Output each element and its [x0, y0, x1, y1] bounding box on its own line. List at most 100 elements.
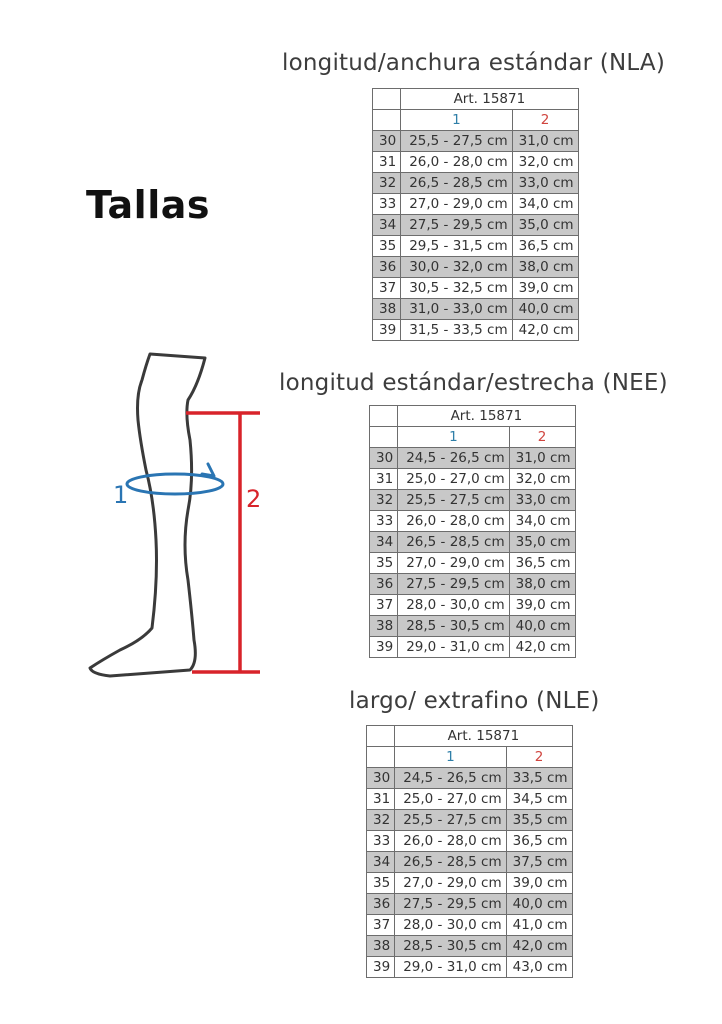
row-circumference: 28,5 - 30,5 cm [397, 615, 510, 637]
row-circumference: 30,5 - 32,5 cm [400, 277, 513, 299]
row-circumference: 27,5 - 29,5 cm [397, 573, 510, 595]
row-length: 42,0 cm [508, 636, 576, 658]
row-size: 36 [371, 256, 402, 278]
row-size: 37 [365, 914, 396, 936]
row-size: 35 [365, 872, 396, 894]
row-length: 31,0 cm [511, 130, 579, 152]
row-size: 34 [368, 531, 399, 553]
row-circumference: 25,5 - 27,5 cm [397, 489, 510, 511]
row-length: 34,5 cm [505, 788, 573, 810]
row-size: 39 [371, 319, 402, 341]
table-title-nee: longitud estándar/estrecha (NEE) [279, 370, 668, 396]
header-size [365, 746, 396, 768]
circumference-arrow-icon [200, 462, 216, 478]
circumference-ring [125, 472, 225, 496]
row-length: 42,0 cm [511, 319, 579, 341]
row-circumference: 25,5 - 27,5 cm [400, 130, 513, 152]
row-circumference: 31,0 - 33,0 cm [400, 298, 513, 320]
row-length: 36,5 cm [511, 235, 579, 257]
row-length: 41,0 cm [505, 914, 573, 936]
row-size: 37 [371, 277, 402, 299]
row-size: 39 [368, 636, 399, 658]
header-col-1: 1 [400, 109, 513, 131]
row-length: 33,0 cm [508, 489, 576, 511]
row-circumference: 25,0 - 27,0 cm [394, 788, 507, 810]
row-circumference: 25,5 - 27,5 cm [394, 809, 507, 831]
row-length: 34,0 cm [511, 193, 579, 215]
row-size: 30 [368, 447, 399, 469]
row-length: 32,0 cm [511, 151, 579, 173]
article-number: Art. 15871 [397, 405, 576, 427]
row-length: 40,0 cm [505, 893, 573, 915]
row-length: 35,0 cm [508, 531, 576, 553]
row-length: 32,0 cm [508, 468, 576, 490]
row-length: 40,0 cm [508, 615, 576, 637]
row-circumference: 26,0 - 28,0 cm [400, 151, 513, 173]
table-corner [371, 88, 402, 110]
diagram-label-1: 1 [113, 481, 128, 509]
row-length: 33,0 cm [511, 172, 579, 194]
leg-outline [88, 352, 207, 678]
header-col-1: 1 [397, 426, 510, 448]
row-size: 32 [365, 809, 396, 831]
row-circumference: 24,5 - 26,5 cm [397, 447, 510, 469]
header-col-1: 1 [394, 746, 507, 768]
row-circumference: 27,0 - 29,0 cm [400, 193, 513, 215]
table-article-row: Art. 15871 [371, 88, 579, 110]
row-circumference: 27,0 - 29,0 cm [397, 552, 510, 574]
table-article-row: Art. 15871 [368, 405, 576, 427]
row-size: 38 [365, 935, 396, 957]
row-circumference: 29,0 - 31,0 cm [394, 956, 507, 978]
header-col-2: 2 [511, 109, 579, 131]
row-size: 38 [371, 298, 402, 320]
row-circumference: 26,5 - 28,5 cm [394, 851, 507, 873]
row-length: 39,0 cm [508, 594, 576, 616]
row-size: 31 [365, 788, 396, 810]
row-length: 42,0 cm [505, 935, 573, 957]
row-length: 34,0 cm [508, 510, 576, 532]
header-size [371, 109, 402, 131]
leg-measurement-diagram: 1 2 [88, 352, 261, 678]
row-circumference: 27,5 - 29,5 cm [394, 893, 507, 915]
row-size: 32 [371, 172, 402, 194]
table-title-nla: longitud/anchura estándar (NLA) [282, 50, 666, 76]
row-size: 33 [365, 830, 396, 852]
row-circumference: 31,5 - 33,5 cm [400, 319, 513, 341]
row-circumference: 27,0 - 29,0 cm [394, 872, 507, 894]
row-circumference: 26,0 - 28,0 cm [394, 830, 507, 852]
article-number: Art. 15871 [400, 88, 579, 110]
row-circumference: 29,0 - 31,0 cm [397, 636, 510, 658]
row-circumference: 25,0 - 27,0 cm [397, 468, 510, 490]
table-corner [365, 725, 396, 747]
header-size [368, 426, 399, 448]
